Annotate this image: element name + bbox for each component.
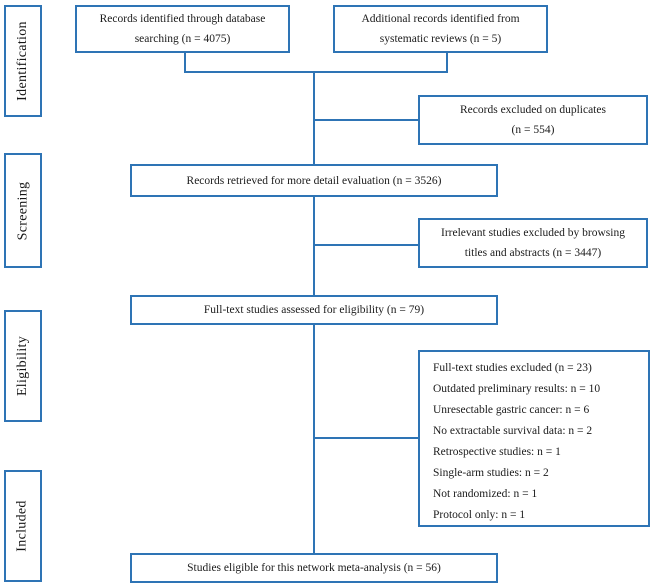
connector-additional-drop: [446, 53, 448, 73]
box-text-line: systematic reviews (n = 5): [379, 33, 502, 45]
stage-label-included: Included: [4, 470, 42, 582]
box-text-line: Records excluded on duplicates: [460, 104, 606, 116]
box-text-line: Additional records identified from: [361, 13, 520, 25]
box-studies-eligible: Studies eligible for this network meta-a…: [130, 553, 498, 583]
excluded-reason-line: Single-arm studies: n = 2: [433, 467, 549, 479]
stage-label-eligibility: Eligibility: [4, 310, 42, 422]
stage-label-text: Included: [15, 500, 31, 552]
box-fulltext-excluded-reasons: Full-text studies excluded (n = 23) Outd…: [418, 350, 650, 527]
stage-label-text: Identification: [15, 21, 30, 101]
excluded-reason-line: Protocol only: n = 1: [433, 509, 526, 521]
box-records-identified-database: Records identified through database sear…: [75, 5, 290, 53]
excluded-reason-line: Unresectable gastric cancer: n = 6: [433, 404, 590, 416]
connector-database-drop: [184, 53, 186, 73]
box-text-line: Irrelevant studies excluded by browsing: [441, 227, 625, 239]
connector-branch-duplicates: [315, 119, 418, 121]
excluded-reason-line: Full-text studies excluded (n = 23): [433, 362, 592, 374]
connector-main-to-eligible: [313, 325, 315, 553]
box-text-line: searching (n = 4075): [134, 33, 231, 45]
box-text-line: Studies eligible for this network meta-a…: [187, 562, 441, 574]
stage-label-identification: Identification: [4, 5, 42, 117]
box-irrelevant-excluded: Irrelevant studies excluded by browsing …: [418, 218, 648, 268]
box-fulltext-assessed: Full-text studies assessed for eligibili…: [130, 295, 498, 325]
connector-main-to-retrieved: [313, 71, 315, 164]
stage-label-screening: Screening: [4, 153, 42, 268]
excluded-reason-line: Outdated preliminary results: n = 10: [433, 383, 601, 395]
box-additional-records: Additional records identified from syste…: [333, 5, 548, 53]
box-records-retrieved: Records retrieved for more detail evalua…: [130, 164, 498, 197]
stage-label-text: Eligibility: [15, 335, 30, 397]
stage-label-text: Screening: [15, 181, 30, 240]
excluded-reason-line: Not randomized: n = 1: [433, 488, 538, 500]
box-text-line: titles and abstracts (n = 3447): [464, 247, 602, 259]
excluded-reason-line: Retrospective studies: n = 1: [433, 446, 561, 458]
connector-branch-excluded: [315, 437, 418, 439]
box-text-line: Records identified through database: [99, 13, 266, 25]
connector-main-to-fulltext: [313, 197, 315, 295]
box-text-line: Full-text studies assessed for eligibili…: [203, 304, 425, 316]
box-text-line: (n = 554): [511, 124, 555, 136]
connector-merge-horizontal: [184, 71, 448, 73]
excluded-reason-line: No extractable survival data: n = 2: [433, 425, 593, 437]
connector-branch-irrelevant: [315, 244, 418, 246]
box-text-line: Records retrieved for more detail evalua…: [186, 174, 442, 187]
box-records-excluded-duplicates: Records excluded on duplicates (n = 554): [418, 95, 648, 145]
